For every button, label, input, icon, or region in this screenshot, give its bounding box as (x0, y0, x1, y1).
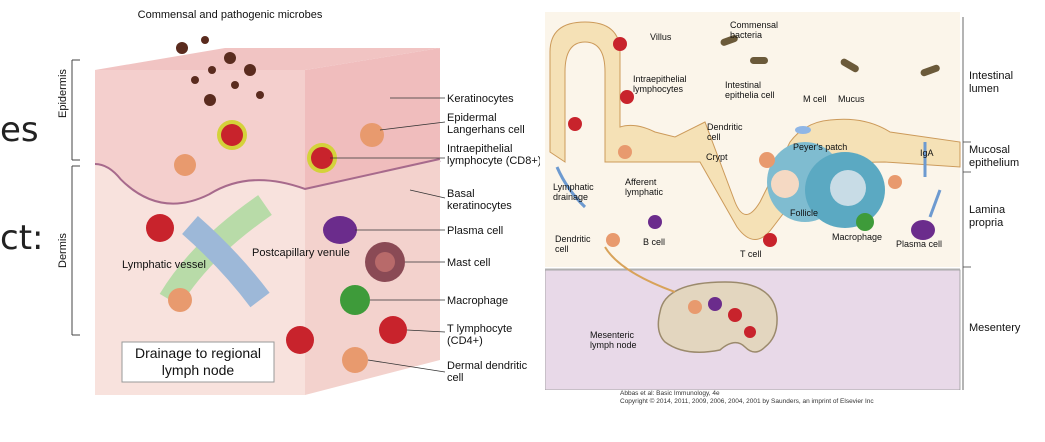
crypt-label: Crypt (706, 152, 728, 162)
slide-text-fragment-top: es (0, 110, 39, 150)
dermis-label: Dermis (57, 233, 69, 268)
langerhans-cell-2 (174, 154, 196, 176)
commensal-bacteria (720, 35, 940, 77)
dermal-dendritic-cell (342, 347, 368, 373)
region-lamina: Lamina propria (969, 204, 1006, 229)
commensal-label: Commensal bacteria (730, 20, 779, 40)
peyers-label: Peyer's patch (793, 142, 848, 152)
iel-cell-2 (568, 117, 582, 131)
drainage-text: Drainage to regional lymph node (134, 345, 262, 378)
afferent-dc (618, 145, 632, 159)
mucus-label: Mucus (838, 94, 865, 104)
postcapillary-venule (182, 215, 270, 308)
t-cell-label: T cell (740, 249, 761, 259)
intraepithelial-lymphocyte (311, 147, 333, 169)
plasma-cell (323, 216, 357, 244)
macrophage-cell (856, 213, 874, 231)
epidermis-side (305, 48, 440, 190)
microbes (176, 36, 264, 106)
b-cell (648, 215, 662, 229)
lymphatic-label: Lymphatic vessel (122, 259, 206, 271)
afferent-label: Afferent lymphatic (625, 177, 664, 197)
t-lymphocyte-cell (379, 316, 407, 344)
plasma-label: Plasma cell (896, 239, 942, 249)
migrating-t-cell (286, 326, 314, 354)
dendritic-cell (759, 152, 775, 168)
villus-iel (613, 37, 627, 51)
lymphatic-dc (168, 288, 192, 312)
skin-surface (95, 48, 440, 70)
epidermal-iel-cell (221, 124, 243, 146)
mast-label: Mast cell (447, 257, 490, 269)
skin-diagram: Epidermis Dermis Commensal and pathogeni… (57, 9, 540, 395)
mcell-label: M cell (803, 94, 827, 104)
villus-label: Villus (650, 32, 672, 42)
macrophage-label: Macrophage (832, 232, 882, 242)
follicle (771, 170, 799, 198)
region-mucosal: Mucosal epithelium (969, 144, 1020, 169)
postcap-label: Postcapillary venule (252, 247, 350, 259)
lamina-dc (888, 175, 902, 189)
drainage-box (121, 341, 275, 383)
intestinal-epi-label: Intestinal epithelia cell (725, 80, 775, 100)
lymphatic-dendritic-cell (606, 233, 620, 247)
m-cell (795, 126, 811, 134)
iel-label: Intraepithelial lymphocyte (CD8+) (447, 143, 540, 167)
b-cell-label: B cell (643, 237, 665, 247)
langerhans-label: Epidermal Langerhans cell (447, 112, 525, 136)
t-lymphocyte-label: T lymphocyte (CD4+) (447, 323, 513, 347)
credit-line-1: Abbas et al: Basic Immunology, 4e (620, 390, 720, 397)
slide-text-fragment-bottom: ct: (0, 218, 44, 258)
plasma-cell (911, 220, 935, 240)
t-cell (763, 233, 777, 247)
epidermis-layer (95, 70, 305, 205)
microbes-title: Commensal and pathogenic microbes (138, 9, 323, 21)
mesenteric-lymph-node (657, 281, 778, 353)
region-lumen: Intestinal lumen (969, 70, 1014, 95)
epidermis-label: Epidermis (57, 69, 69, 118)
intestine-diagram: Villus T cell B cell Macrophage Plasma c… (545, 12, 1021, 390)
figure-credit: Abbas et al: Basic Immunology, 4e Copyri… (620, 390, 1020, 406)
iel-label: Intraepithelial lymphocytes (633, 74, 687, 94)
plasma-label: Plasma cell (447, 225, 503, 237)
dendritic2-label: Dendritic cell (555, 234, 591, 254)
dermal-dc-label: Dermal dendritic cell (447, 360, 528, 384)
lymphatic-drainage-path (604, 246, 676, 293)
mesenteric-label: Mesenteric lymph node (590, 330, 637, 350)
keratinocytes-label: Keratinocytes (447, 93, 514, 105)
credit-line-2: Copyright © 2014, 2011, 2009, 2006, 2004… (620, 398, 874, 405)
basal-label: Basal keratinocytes (447, 188, 512, 212)
follicle-label: Follicle (790, 208, 818, 218)
drainage-arrow (555, 166, 587, 209)
iel-cell (620, 90, 634, 104)
macrophage-cell (340, 285, 370, 315)
t-cell (146, 214, 174, 242)
iga-arrow (928, 189, 942, 218)
region-mesentery: Mesentery (969, 322, 1021, 334)
iga-label: IgA (920, 148, 934, 158)
dendritic-label: Dendritic cell (707, 122, 743, 142)
lymph-drainage-label: Lymphatic drainage (553, 182, 594, 202)
macrophage-label: Macrophage (447, 295, 508, 307)
langerhans-cell (360, 123, 384, 147)
